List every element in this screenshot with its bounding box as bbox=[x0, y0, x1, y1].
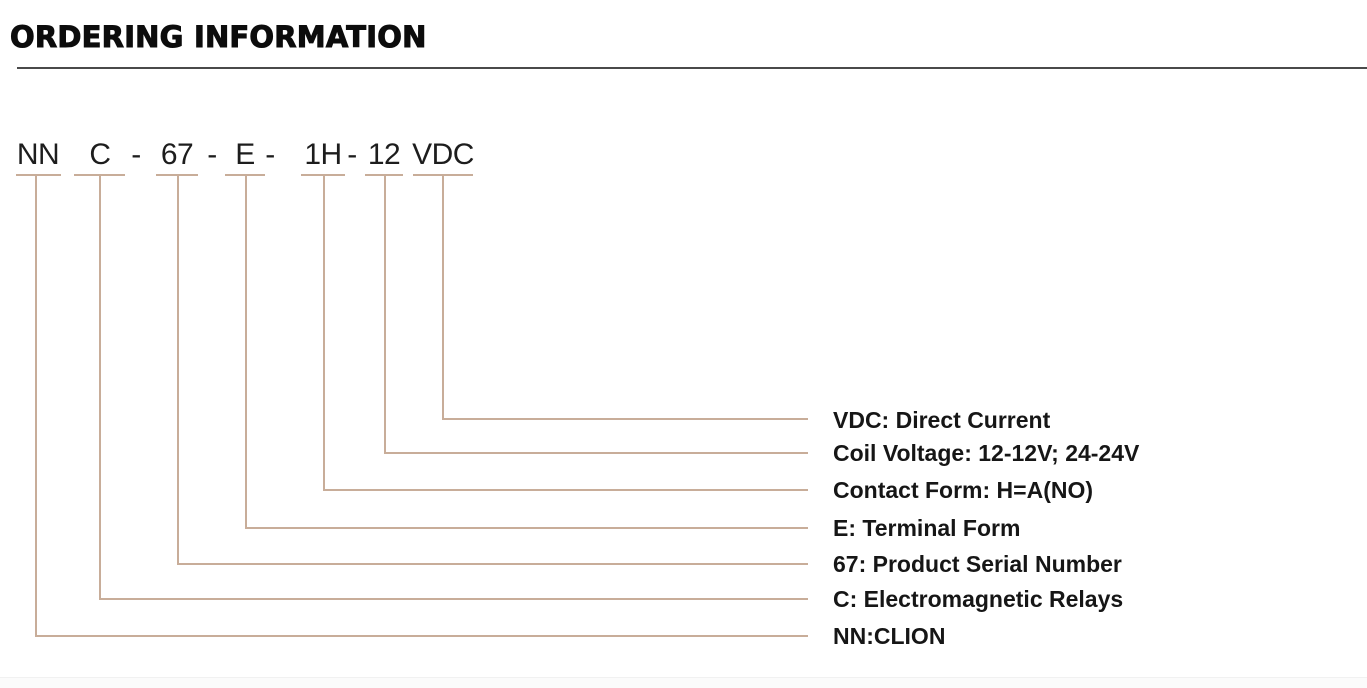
connector-67 bbox=[156, 174, 808, 565]
legend-item-terminal-form: E: Terminal Form bbox=[833, 515, 1021, 541]
legend-item-vdc: VDC: Direct Current bbox=[833, 407, 1051, 433]
part-segment-12: 12 bbox=[367, 138, 401, 171]
legend-item-contact-form: Contact Form: H=A(NO) bbox=[833, 477, 1094, 503]
part-segment-vdc: VDC bbox=[412, 138, 474, 171]
connector-e bbox=[225, 174, 808, 529]
part-segment-nn: NN bbox=[16, 138, 60, 171]
connector-1h bbox=[301, 174, 808, 491]
connector-12 bbox=[365, 174, 808, 454]
legend-item-coil-voltage: Coil Voltage: 12-12V; 24-24V bbox=[833, 440, 1140, 466]
connector-vdc bbox=[413, 174, 808, 420]
part-separator: - bbox=[347, 138, 357, 171]
part-separator: - bbox=[265, 138, 275, 171]
title-underline-rule bbox=[17, 67, 1367, 69]
part-segment-e: E bbox=[235, 138, 255, 171]
section-title: ORDERING INFORMATION bbox=[10, 20, 427, 55]
connector-nn bbox=[16, 174, 808, 637]
page-edge-strip bbox=[0, 677, 1367, 688]
legend-item-relay-type: C: Electromagnetic Relays bbox=[833, 586, 1124, 612]
legend-item-brand: NN:CLION bbox=[833, 623, 946, 649]
connector-c bbox=[74, 174, 808, 600]
part-separator: - bbox=[207, 138, 217, 171]
part-separator: - bbox=[131, 138, 141, 171]
part-segment-c: C bbox=[89, 138, 111, 171]
legend-item-serial-number: 67: Product Serial Number bbox=[833, 551, 1122, 577]
part-segment-1h: 1H bbox=[304, 138, 342, 171]
part-segment-67: 67 bbox=[160, 138, 194, 171]
